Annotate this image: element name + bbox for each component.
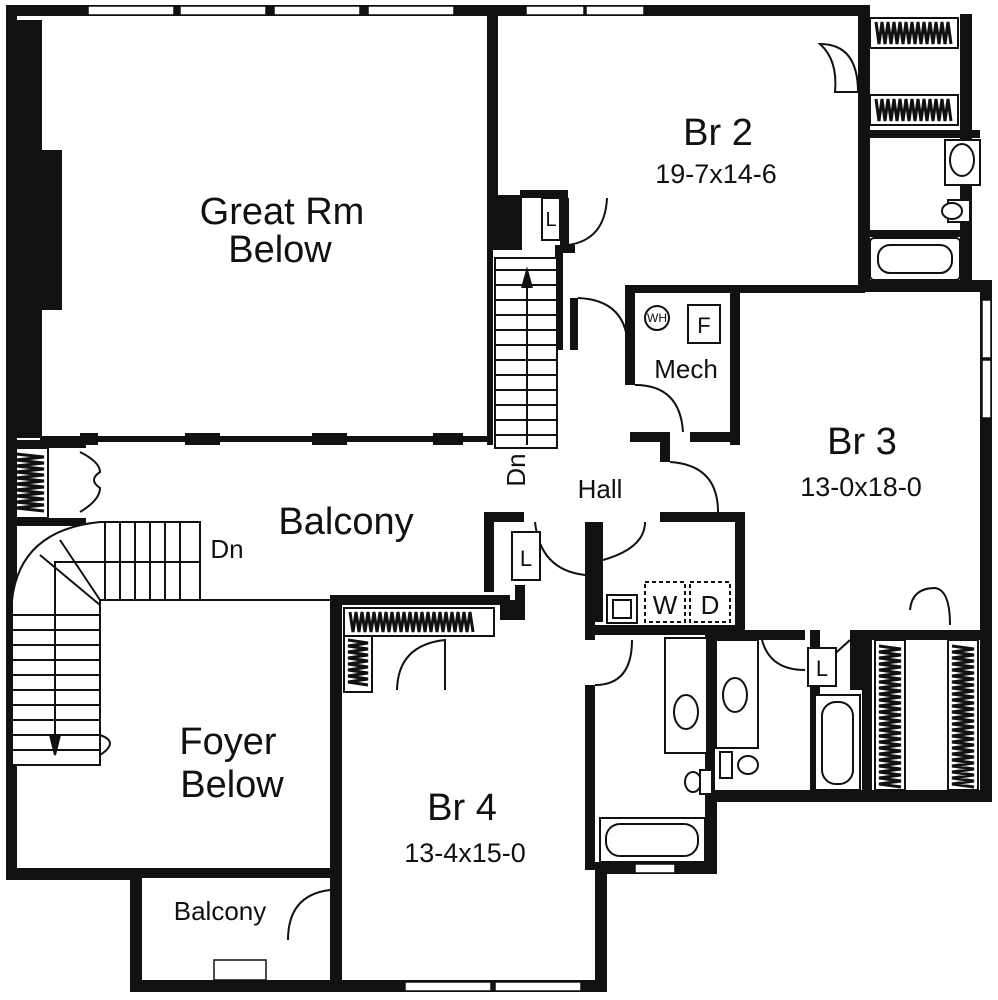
- linen-closets: L L L: [511, 197, 837, 687]
- furnace-label: F: [697, 313, 710, 338]
- linen-closet-label-1: L: [545, 209, 556, 231]
- br4-dims: 13-4x15-0: [404, 838, 526, 868]
- br3-dims: 13-0x18-0: [800, 472, 922, 502]
- foyer-sublabel: Below: [180, 764, 284, 806]
- windows: [87, 5, 992, 992]
- washer-label: W: [653, 590, 678, 620]
- room-labels: Great Rm Below Br 2 19-7x14-6 Br 3 13-0x…: [174, 112, 922, 926]
- great-room-label: Great Rm: [200, 191, 365, 233]
- br4-label: Br 4: [427, 787, 497, 829]
- water-heater-icon: [644, 305, 670, 331]
- bath-fixtures: [599, 139, 981, 863]
- hall-label: Hall: [578, 474, 623, 504]
- main-stairs-down-label: Dn: [501, 453, 531, 486]
- br2-dims: 19-7x14-6: [655, 159, 777, 189]
- linen-closet-label-3: L: [816, 656, 828, 681]
- br2-label: Br 2: [683, 112, 753, 154]
- dryer-label: D: [701, 590, 720, 620]
- mech-label: Mech: [654, 354, 718, 384]
- balcony-label: Balcony: [278, 501, 413, 543]
- br3-label: Br 3: [827, 421, 897, 463]
- door-swings: [287, 42, 951, 941]
- water-heater-label: WH: [647, 311, 667, 325]
- washer-icon: [644, 581, 686, 623]
- foyer-stairs-down-label: Dn: [210, 534, 243, 564]
- main-stairs: [494, 257, 558, 449]
- closets: [11, 17, 979, 791]
- laundry: W D: [644, 581, 731, 623]
- great-room-sublabel: Below: [228, 229, 332, 271]
- foyer-label: Foyer: [179, 721, 276, 763]
- dryer-icon: [689, 581, 731, 623]
- balcony-front-label: Balcony: [174, 896, 267, 926]
- foyer-stairs: [11, 521, 330, 766]
- furnace-icon: [687, 304, 721, 344]
- linen-closet-label-2: L: [520, 546, 532, 571]
- mech-fixtures: WH F: [644, 304, 721, 344]
